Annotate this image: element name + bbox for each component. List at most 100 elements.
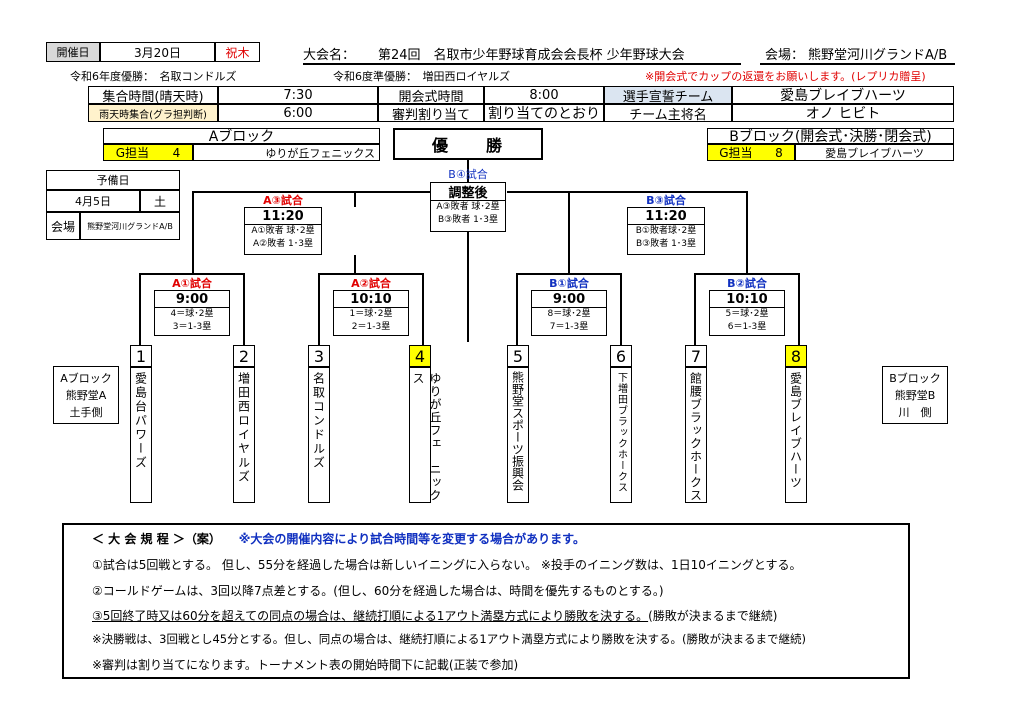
opening-label: 開会式時間 xyxy=(378,86,484,105)
a-field-line3: 土手側 xyxy=(69,405,103,419)
venue-name: 熊野堂河川グランドA/B xyxy=(808,48,948,63)
game-b4-line1: A③敗者 球･2塁 xyxy=(436,202,500,212)
rule-2: ②コールドゲームは、3回以降7点差とする。(但し、60分を経過した場合は、時間を… xyxy=(92,584,664,598)
event-label: 大会名： xyxy=(303,48,356,63)
gather-time: 7:30 xyxy=(218,86,378,104)
team-name: ゆりが丘フェ ニックス xyxy=(411,372,442,502)
game-b2-box: 10:10 5＝球･2塁 6＝1-3塁 xyxy=(709,290,785,336)
team-number: 8 xyxy=(785,345,807,367)
reserve-venue-label: 会場 xyxy=(46,212,80,240)
game-b4-box: 調整後 A③敗者 球･2塁 B③敗者 1･3塁 xyxy=(430,182,506,232)
b-g-cell: G担当 8 xyxy=(707,144,795,161)
reserve-day: 土 xyxy=(140,190,180,212)
referee-label: 審判割り当て xyxy=(378,104,484,123)
oath-label: 選手宣誓チーム xyxy=(604,86,732,105)
game-a1-box: 9:00 4＝球･2塁 3＝1-3塁 xyxy=(154,290,230,336)
game-b2-name: B②試合 xyxy=(727,277,767,290)
team-number: 1 xyxy=(130,345,152,367)
date-label: 開催日 xyxy=(46,42,100,62)
game-b3-line1: B①敗者球･2塁 xyxy=(635,226,697,236)
team-name: 熊野堂スポーツ振興会 xyxy=(510,371,525,491)
team-name: 愛島ブレイブハーツ xyxy=(788,372,803,489)
b-block-title: Bブロック(開会式･決勝･閉会式) xyxy=(707,128,954,145)
b-field-line3: 川 側 xyxy=(898,405,932,419)
team-number: 6 xyxy=(610,345,632,367)
team-number: 7 xyxy=(685,345,707,367)
captain-label: チーム主将名 xyxy=(604,104,732,123)
gather-label: 集合時間(晴天時) xyxy=(88,86,218,105)
game-a2-name: A②試合 xyxy=(351,277,391,290)
game-a2-line1: 1＝球･2塁 xyxy=(349,309,393,319)
a-g-cell: G担当 4 xyxy=(103,144,193,161)
game-b4-time: 調整後 xyxy=(431,183,505,201)
b-g-team: 愛島ブレイブハーツ xyxy=(795,144,954,161)
reserve-venue: 熊野堂河川グランドA/B xyxy=(80,212,180,240)
game-b3-line2: B③敗者 1･3塁 xyxy=(635,239,697,249)
game-b1-line1: 8＝球･2塁 xyxy=(547,309,591,319)
date-value: 3月20日 xyxy=(100,42,215,62)
rules-title: ＜ 大 会 規 程 ＞（案） xyxy=(92,532,221,546)
team-number: 5 xyxy=(507,345,529,367)
a-field-line1: Aブロック xyxy=(60,371,112,385)
game-b1-line2: 7＝1-3塁 xyxy=(549,322,589,332)
rule-3-note: (勝敗が決まるまで継続) xyxy=(648,609,778,623)
game-b2-line1: 5＝球･2塁 xyxy=(725,309,769,319)
game-a1-name: A①試合 xyxy=(172,277,212,290)
team-number: 2 xyxy=(233,345,255,367)
team-name: 愛島台パワーズ xyxy=(133,372,148,470)
rain-time: 6:00 xyxy=(218,104,378,122)
game-b2-time: 10:10 xyxy=(710,291,784,308)
captain-name: オノ ヒビト xyxy=(732,104,954,122)
game-b1-box: 9:00 8＝球･2塁 7＝1-3塁 xyxy=(531,290,607,336)
game-a3-time: 11:20 xyxy=(245,208,321,225)
b-field-line1: Bブロック xyxy=(889,371,941,385)
team-number: 4 xyxy=(409,345,431,367)
team-name: 下増田ブラックホークス xyxy=(615,372,627,493)
runner-up-info: 令和6度準優勝： 増田西ロイヤルズ xyxy=(333,70,511,83)
rule-3-main: ③5回終了時又は60分を超えての同点の場合は、継続打順による1アウト満塁方式によ… xyxy=(92,609,649,623)
final-title: 優 勝 xyxy=(393,128,543,160)
game-b3-time: 11:20 xyxy=(628,208,704,225)
day-label: 祝木 xyxy=(215,42,260,62)
game-a1-line2: 3＝1-3塁 xyxy=(172,322,212,332)
a-block-title: Aブロック xyxy=(103,128,380,145)
team-name: 館腰ブラックホークス xyxy=(688,372,703,502)
opening-time: 8:00 xyxy=(484,86,604,104)
team-name: 名取コンドルズ xyxy=(311,372,326,470)
game-a2-time: 10:10 xyxy=(334,291,408,308)
rules-box: ＜ 大 会 規 程 ＞（案） ※大会の開催内容により試合時間等を変更する場合があ… xyxy=(62,523,910,679)
b-field-box: Bブロック 熊野堂B 川 側 xyxy=(882,366,948,424)
a-field-line2: 熊野堂A xyxy=(65,388,107,402)
reserve-title: 予備日 xyxy=(46,170,180,190)
rain-label: 雨天時集合(グラ担判断) xyxy=(88,104,218,122)
rule-5: ※審判は割り当てになります。トーナメント表の開始時間下に記載(正装で参加) xyxy=(92,658,519,672)
rules-title-row: ＜ 大 会 規 程 ＞（案） ※大会の開催内容により試合時間等を変更する場合があ… xyxy=(92,530,585,547)
reserve-date: 4月5日 xyxy=(46,190,140,212)
game-a3-box: 11:20 A①敗者 球･2塁 A②敗者 1･3塁 xyxy=(244,207,322,255)
b-g-num: 8 xyxy=(775,145,783,160)
game-a1-line1: 4＝球･2塁 xyxy=(170,309,214,319)
game-a2-box: 10:10 1＝球･2塁 2＝1-3塁 xyxy=(333,290,409,336)
a-g-label: G担当 xyxy=(115,146,150,160)
team-number: 3 xyxy=(308,345,330,367)
a-g-num: 4 xyxy=(172,145,181,160)
game-a3-line2: A②敗者 1･3塁 xyxy=(252,239,314,249)
game-a1-time: 9:00 xyxy=(155,291,229,308)
game-b1-name: B①試合 xyxy=(549,277,589,290)
game-a2-line2: 2＝1-3塁 xyxy=(351,322,391,332)
rule-4: ※決勝戦は、3回戦とし45分とする。但し、同点の場合は、継続打順による1アウト満… xyxy=(92,632,806,646)
team-name: 増田西ロイヤルズ xyxy=(236,372,251,484)
a-g-team: ゆりが丘フェニックス xyxy=(193,144,380,161)
event-name: 第24回 名取市少年野球育成会会長杯 少年野球大会 xyxy=(378,48,685,63)
game-b2-line2: 6＝1-3塁 xyxy=(727,322,767,332)
game-b4-name: B④試合 xyxy=(448,168,488,181)
rule-1: ①試合は5回戦とする。 但し、55分を経過した場合は新しいイニングに入らない。 … xyxy=(92,558,802,572)
referee-value: 割り当てのとおり xyxy=(484,104,604,122)
game-a3-name: A③試合 xyxy=(263,194,303,207)
event-underline xyxy=(303,63,741,65)
game-b3-name: B③試合 xyxy=(646,194,686,207)
b-g-label: G担当 xyxy=(719,146,753,160)
game-b4-line2: B③敗者 1･3塁 xyxy=(437,215,499,225)
notice: ※開会式でカップの返還をお願いします。(レプリカ贈呈) xyxy=(645,70,926,83)
game-b3-box: 11:20 B①敗者球･2塁 B③敗者 1･3塁 xyxy=(627,207,705,255)
